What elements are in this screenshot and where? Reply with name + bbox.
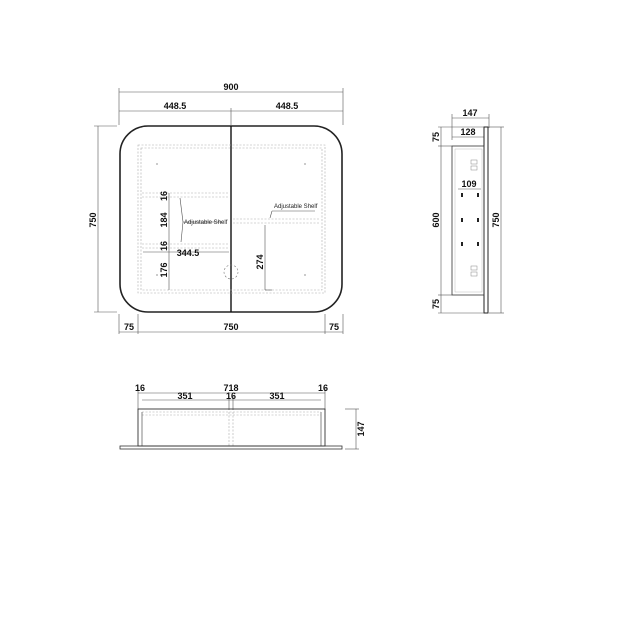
dim-overall-height: 750: [88, 212, 98, 227]
dim-bottom-left: 75: [124, 322, 134, 332]
dim-side-height: 750: [491, 212, 501, 227]
dim-bottom-margin: 75: [431, 299, 441, 309]
dim-shelf-spacing: 184: [159, 212, 169, 227]
dim-top-margin: 75: [431, 132, 441, 142]
dim-right-compartment: 274: [255, 254, 265, 269]
label-adjustable-shelf-left: Adjustable Shelf: [184, 220, 228, 226]
dim-shelf-thick-bottom: 16: [159, 241, 169, 251]
dim-left-door: 448.5: [164, 101, 187, 111]
top-view: 16 718 16 351 16 351 147: [119, 383, 366, 450]
dim-left-compartment: 351: [177, 391, 192, 401]
dim-shelf-thick-top: 16: [159, 191, 169, 201]
dim-overall-width: 900: [223, 82, 238, 92]
dim-right-door: 448.5: [276, 101, 299, 111]
dim-top-depth: 147: [356, 421, 366, 436]
dim-right-compartment: 351: [269, 391, 284, 401]
dim-right-wall: 16: [318, 383, 328, 393]
side-view: 147 128 75 600 75 750 109: [431, 108, 504, 314]
dim-cabinet-height: 600: [431, 212, 441, 227]
dim-divider: 16: [226, 391, 236, 401]
dim-left-wall: 16: [135, 383, 145, 393]
dim-lower-compartment: 176: [159, 262, 169, 277]
dim-shelf-depth: 109: [461, 179, 476, 189]
dim-cabinet-depth: 128: [460, 127, 475, 137]
sensor-icon: [223, 264, 239, 280]
dim-bottom-inner: 750: [223, 322, 238, 332]
dim-inner-width: 718: [223, 383, 238, 393]
dim-bottom-right: 75: [329, 322, 339, 332]
front-view: 900 448.5 448.5 750 75 750 75 16 184 16 …: [88, 82, 344, 334]
dim-overall-depth: 147: [462, 108, 477, 118]
dim-shelf-width: 344.5: [177, 248, 200, 258]
label-adjustable-shelf-right: Adjustable Shelf: [274, 204, 318, 210]
